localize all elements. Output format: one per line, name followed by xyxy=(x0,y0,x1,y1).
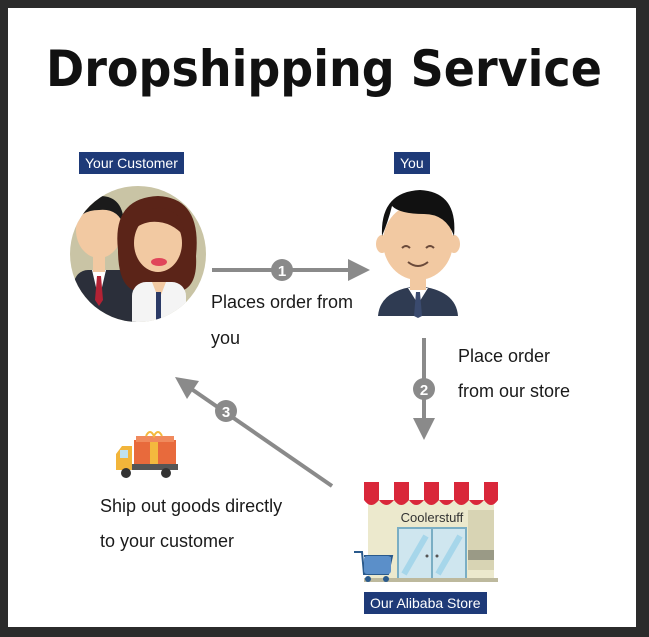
step-1-text-line-1: Places order from xyxy=(211,292,354,312)
arrow-step-1: 1 xyxy=(212,259,370,281)
customer-couple-icon xyxy=(70,186,206,322)
step-3-text-line-2: to your customer xyxy=(100,531,235,551)
store-sign-text: Coolerstuff xyxy=(401,510,464,525)
store-awning xyxy=(364,482,498,505)
diagram-frame xyxy=(8,8,636,627)
store-label: Our Alibaba Store xyxy=(364,592,487,614)
arrow-step-3: 3 xyxy=(175,377,334,488)
you-businessman-icon xyxy=(376,190,460,318)
step-1-number: 1 xyxy=(278,263,286,280)
page-title: Dropshipping Service xyxy=(46,40,602,98)
step-2-number: 2 xyxy=(420,382,428,399)
arrow-step-2: 2 xyxy=(413,338,435,440)
delivery-truck-icon xyxy=(116,431,178,478)
store-building-icon: Coolerstuff xyxy=(354,482,498,582)
step-1-text-line-2: you xyxy=(211,328,241,348)
step-2-text-line-2: from our store xyxy=(458,381,571,401)
step-3-number: 3 xyxy=(222,404,230,421)
you-label: You xyxy=(394,152,430,174)
step-3-text-line-1: Ship out goods directly xyxy=(100,496,283,516)
step-2-text-line-1: Place order xyxy=(458,346,551,366)
customer-label: Your Customer xyxy=(79,152,184,174)
